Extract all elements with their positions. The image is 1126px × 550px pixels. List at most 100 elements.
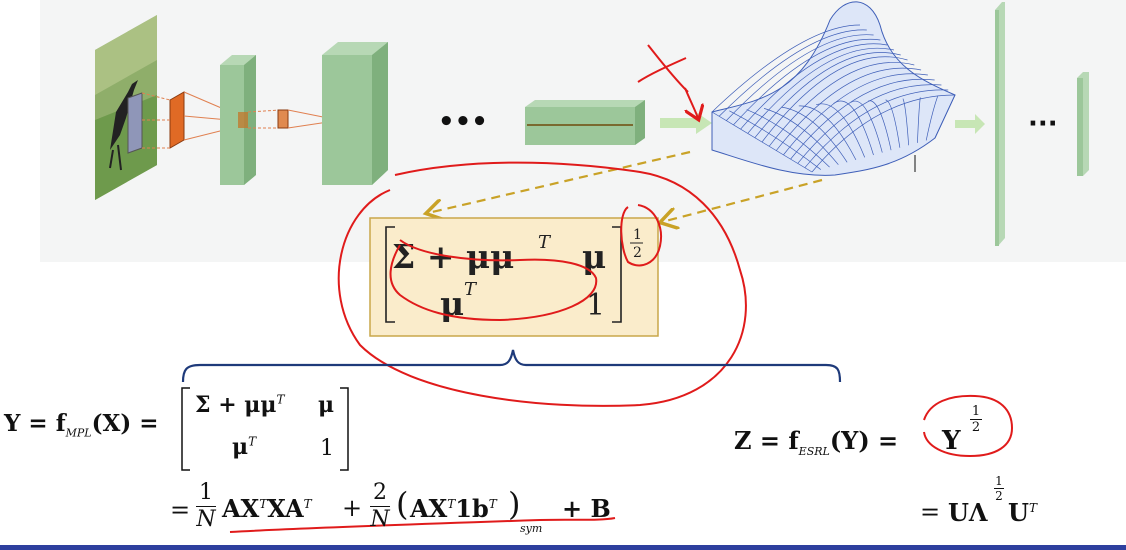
- eq-left-term2-sup2: T: [488, 497, 497, 511]
- eq-right-lhs-arg: (Y) =: [829, 426, 899, 455]
- eq-left-lhs-text: Y = f: [4, 410, 66, 437]
- eq-left-plus1-text: +: [342, 494, 363, 522]
- mesh-line: [925, 96, 938, 141]
- eq-right-rhs-pow-den: 2: [971, 420, 981, 435]
- eq-right-line2-text: UΛ: [948, 498, 988, 527]
- eq-left-frac2-den: N: [370, 507, 390, 532]
- mesh-line: [729, 110, 821, 170]
- eq-left-paren-close: ): [508, 485, 521, 523]
- conv-block-1: [220, 55, 256, 185]
- arrow-to-pooling: [660, 112, 712, 134]
- eq-left-plus1: +: [342, 494, 362, 522]
- eq-left-plus-b: + B: [562, 494, 611, 523]
- eq-left-frac2: 2 N: [370, 480, 390, 533]
- eq-right-lhs-sub: ESRL: [798, 444, 830, 458]
- mesh-line: [711, 24, 861, 113]
- eq-left-term1-a: AX: [222, 494, 260, 523]
- input-receptive-field: [127, 92, 143, 154]
- eq-left-sym-text: sym: [520, 522, 543, 535]
- hl-m22: 1: [586, 288, 605, 323]
- eq-left-term1: AXTXAT: [222, 494, 312, 523]
- mesh-line: [885, 99, 901, 148]
- eq-left-term1-b: XA: [267, 494, 304, 523]
- eq-right-line2: UΛ: [948, 498, 988, 527]
- hl-power-num: 1: [633, 227, 642, 243]
- eq-left-term2-a: AX: [410, 494, 448, 523]
- eq-left-bracket-l: [181, 387, 190, 471]
- mesh-line: [833, 100, 874, 156]
- mesh-line: [726, 34, 874, 121]
- layers-ellipsis: •••: [438, 107, 488, 137]
- mesh-line: [718, 29, 867, 117]
- mesh-line: [798, 105, 857, 161]
- mesh-line: [711, 111, 813, 173]
- eq-left-frac2-num: 2: [370, 480, 390, 507]
- fc-layer-2: [1077, 72, 1089, 176]
- eq-right-line2-pow-num: 1: [994, 474, 1004, 489]
- input-image: [95, 15, 157, 200]
- mesh-line: [768, 62, 915, 147]
- eq-right-rhs-text: Y: [942, 426, 961, 456]
- eq-right-line2-eq-text: =: [920, 498, 941, 526]
- eq-left-m21: μT: [232, 434, 256, 460]
- eq-left-m11: Σ + μμT: [195, 392, 285, 418]
- eq-right-line2-eq: =: [920, 498, 940, 526]
- eq-left-m12: μ: [318, 392, 334, 418]
- mesh-line: [797, 84, 942, 164]
- highlight-box: [369, 217, 659, 337]
- mesh-line: [763, 108, 839, 165]
- eq-right-lhs: Z = fESRL(Y) =: [734, 426, 898, 458]
- eq-left-line2-eq: =: [170, 496, 190, 524]
- hl-power-den: 2: [633, 245, 642, 261]
- eq-left-m11-text: Σ + μμ: [195, 392, 277, 418]
- eq-left-lhs-arg: (X) =: [91, 410, 159, 437]
- eq-left-term1-sup2: T: [303, 497, 312, 511]
- eq-left-m22-text: 1: [320, 436, 334, 461]
- projection-lines-3: [247, 109, 281, 129]
- eq-left-m21-sup: T: [248, 434, 257, 449]
- mesh-line: [868, 100, 892, 151]
- eq-left-m11-sup: T: [276, 392, 285, 407]
- eq-right-line2-pow-den: 2: [995, 489, 1003, 503]
- eq-left-line2-eq-text: =: [170, 496, 191, 524]
- mesh-line: [747, 47, 895, 134]
- eq-right-rhs: Y: [942, 426, 961, 456]
- eq-right-line2-end-text: U: [1008, 498, 1029, 527]
- eq-left-bracket-r: [340, 387, 349, 471]
- eq-right-line2-end-sup: T: [1028, 501, 1037, 515]
- eq-left-term2-sup1: T: [447, 497, 456, 511]
- eq-left-lhs-sub: MPL: [65, 426, 92, 440]
- eq-left-plus-b-text: + B: [562, 494, 611, 523]
- conv-block-2: [322, 42, 388, 185]
- mesh-line: [781, 106, 848, 163]
- hl-m11-sup: T: [538, 232, 552, 253]
- slide-bottom-bar: [0, 545, 1126, 550]
- eq-right-line2-end: UT: [1008, 498, 1037, 527]
- hl-m21-sup: T: [464, 279, 478, 300]
- eq-left-term2-b: 1b: [455, 494, 489, 523]
- eq-left-term1-sup1: T: [259, 497, 268, 511]
- mesh-line: [934, 94, 956, 139]
- mesh-line: [902, 98, 909, 146]
- projection-lines-4: [287, 109, 329, 129]
- eq-right-rhs-pow: 1 2: [970, 404, 982, 435]
- mesh-line: [740, 43, 888, 130]
- fc-ellipsis: ···: [1028, 109, 1058, 139]
- feature-map-2: [277, 109, 289, 129]
- eq-left-term2: AXT1bT: [410, 494, 497, 523]
- eq-left-frac1: 1 N: [196, 480, 216, 533]
- eq-right-rhs-pow-num: 1: [970, 404, 982, 420]
- dashed-arrow-right: [662, 178, 823, 222]
- eq-left-sym: sym: [520, 522, 542, 535]
- underbrace: [181, 349, 842, 383]
- mesh-line: [917, 97, 921, 143]
- handwritten-cross: [637, 44, 698, 118]
- mesh-line: [733, 38, 881, 126]
- eq-left-frac1-num: 1: [196, 480, 216, 507]
- mesh-line: [850, 100, 883, 153]
- mesh-line: [746, 109, 830, 168]
- eq-left-m21-text: μ: [232, 434, 249, 460]
- hl-m12: μ: [582, 237, 606, 276]
- fc-layer-1: [995, 2, 1005, 246]
